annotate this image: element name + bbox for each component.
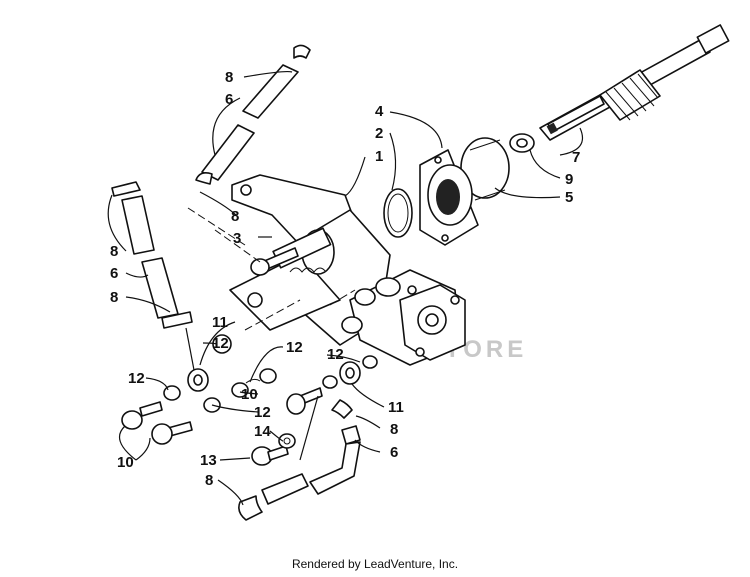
callout-9: 9 xyxy=(565,171,573,188)
leader-lines xyxy=(107,70,584,506)
callout-12: 12 xyxy=(254,404,271,421)
callout-12: 12 xyxy=(128,370,145,387)
thrust-washer xyxy=(509,133,535,153)
pump-cover xyxy=(341,269,466,366)
callout-5: 5 xyxy=(565,189,573,206)
lower-hose xyxy=(238,399,361,521)
reference-line xyxy=(244,289,356,331)
callout-10: 10 xyxy=(117,454,134,471)
callout-1: 1 xyxy=(375,148,383,165)
callout-3: 3 xyxy=(233,230,241,247)
callout-8: 8 xyxy=(110,243,118,260)
callout-6: 6 xyxy=(390,444,398,461)
callout-labels: 8 6 8 3 8 6 8 1 2 4 5 7 9 11 12 12 12 12… xyxy=(110,69,580,489)
left-hose xyxy=(111,181,195,371)
banjo-bolts xyxy=(121,401,193,445)
sealing-washer xyxy=(278,433,296,449)
callout-11: 11 xyxy=(388,399,404,416)
callout-10: 10 xyxy=(241,386,258,403)
callout-8: 8 xyxy=(225,69,233,86)
callout-12: 12 xyxy=(212,335,229,352)
bolt-3 xyxy=(250,247,299,276)
callout-12: 12 xyxy=(286,339,303,356)
callout-2: 2 xyxy=(375,125,383,142)
drive-shaft xyxy=(539,24,730,141)
callout-8: 8 xyxy=(205,472,213,489)
callout-8: 8 xyxy=(231,208,239,225)
banjo-fitting-right xyxy=(286,355,378,461)
callout-6: 6 xyxy=(110,265,118,282)
callout-8: 8 xyxy=(110,289,118,306)
callout-14: 14 xyxy=(254,423,271,440)
callout-13: 13 xyxy=(200,452,217,469)
callout-4: 4 xyxy=(375,103,384,120)
callout-12: 12 xyxy=(327,346,344,363)
banjo-fitting-left xyxy=(163,334,277,413)
callout-8: 8 xyxy=(390,421,398,438)
callout-7: 7 xyxy=(572,149,580,166)
pump-bracket xyxy=(229,174,391,346)
callout-6: 6 xyxy=(225,91,233,108)
reference-line xyxy=(187,207,261,263)
flange-housing xyxy=(419,137,510,246)
plug-bolt xyxy=(251,445,289,466)
upper-hose xyxy=(195,44,311,185)
callout-11: 11 xyxy=(212,314,228,331)
footer-credit: Rendered by LeadVenture, Inc. xyxy=(291,557,459,571)
o-ring xyxy=(383,188,413,238)
